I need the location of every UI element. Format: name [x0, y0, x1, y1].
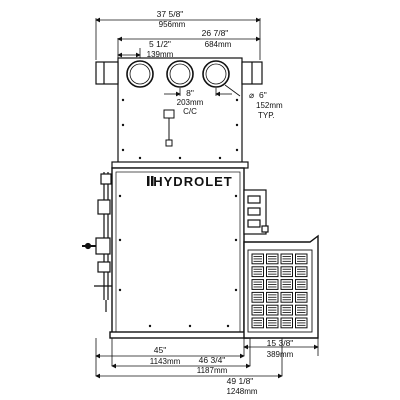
- overall-top-imperial: 37 5/8": [157, 9, 184, 19]
- bottom2-metric: 1187mm: [197, 366, 228, 375]
- main-body: [109, 167, 249, 339]
- center-dimension: [164, 84, 241, 97]
- cc-metric: 203mm: [177, 98, 204, 107]
- bottom1-metric: 1143mm: [150, 357, 181, 366]
- diameter-metric: 152mm: [256, 101, 283, 110]
- top-inner-imperial: 5 1/2": [149, 39, 171, 49]
- bottom2-imperial: 46 3/4": [199, 355, 226, 365]
- brand-bars: [147, 176, 154, 186]
- overall-top-metric: 956mm: [159, 20, 186, 29]
- bottom3-metric: 1248mm: [226, 387, 257, 396]
- diameter-symbol: ⌀: [249, 90, 255, 100]
- diameter-imperial: 6": [259, 90, 267, 100]
- housing-screws: [121, 98, 239, 160]
- body-screws: [118, 194, 238, 328]
- cc-imperial: 8": [186, 88, 194, 98]
- top-dimensions: [95, 17, 261, 62]
- bottom1-imperial: 45": [154, 345, 166, 355]
- diameter-note: TYP.: [258, 111, 275, 120]
- upper-fitting: [163, 109, 175, 147]
- top-right-imperial: 26 7/8": [202, 28, 229, 38]
- cc-note: C/C: [183, 107, 197, 116]
- brand-logo: HYDROLET: [153, 174, 233, 189]
- duct-outlets: [126, 60, 230, 88]
- top-right-metric: 684mm: [205, 40, 232, 49]
- top-inner-metric: 139mm: [147, 50, 174, 59]
- bottom-dimensions: [95, 338, 319, 379]
- left-pipe-assembly: [82, 172, 112, 312]
- side-panel-metric: 389mm: [267, 350, 294, 359]
- side-panel-imperial: 15 3/8": [267, 338, 294, 348]
- louver-grid: [251, 253, 308, 329]
- control-box: [243, 189, 269, 235]
- bottom3-imperial: 49 1/8": [227, 376, 254, 386]
